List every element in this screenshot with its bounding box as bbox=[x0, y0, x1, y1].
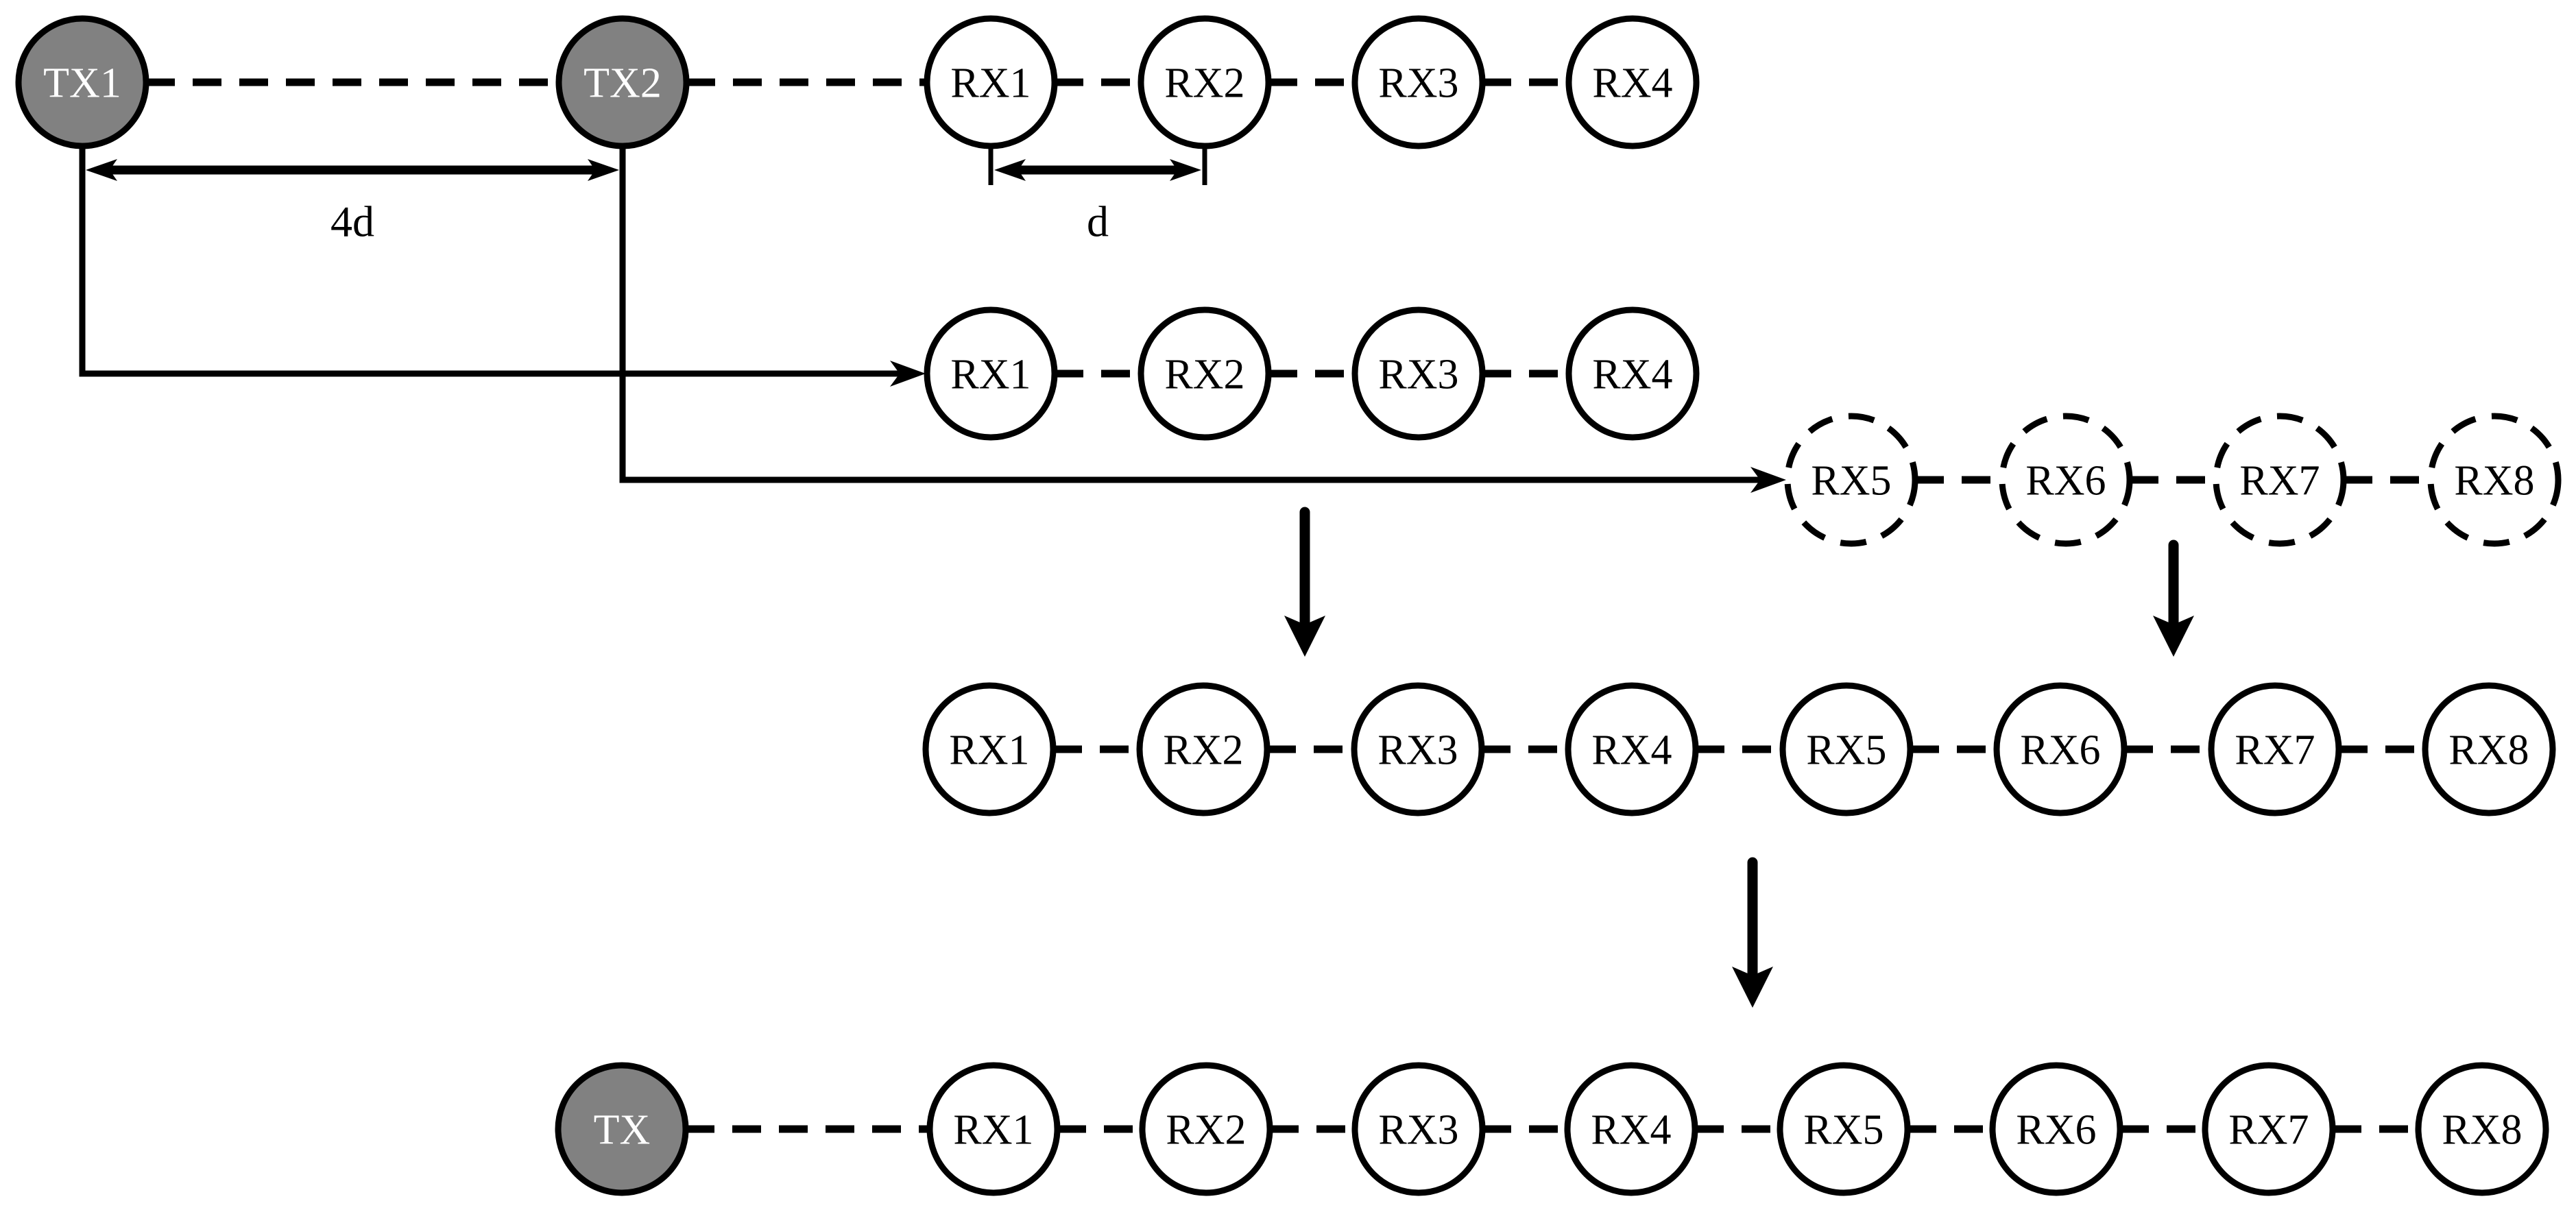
node-label-equivalent-sisо-array-rx4: RX4 bbox=[1591, 1107, 1671, 1154]
node-combined-virtual-array-rx8 bbox=[2422, 682, 2556, 816]
node-virtual-array-from-tx1-rx4 bbox=[1565, 306, 1700, 441]
down-arrowhead-merge-left bbox=[1284, 616, 1325, 657]
node-combined-virtual-array-rx2 bbox=[1136, 682, 1271, 816]
node-label-virtual-array-from-tx2-rx7: RX7 bbox=[2239, 458, 2320, 505]
node-virtual-array-from-tx2-rx8 bbox=[2427, 413, 2562, 547]
elbow-arrowhead-tx1-to-virtual-rx1 bbox=[890, 361, 926, 387]
node-label-combined-virtual-array-rx4: RX4 bbox=[1591, 727, 1672, 774]
node-label-equivalent-sisо-array-rx3: RX3 bbox=[1378, 1107, 1458, 1154]
node-label-virtual-array-from-tx2-rx8: RX8 bbox=[2454, 458, 2534, 505]
node-virtual-array-from-tx1-rx3 bbox=[1351, 306, 1486, 441]
node-equivalent-sisо-array-tx bbox=[555, 1062, 689, 1196]
node-equivalent-sisо-array-rx3 bbox=[1351, 1062, 1486, 1196]
node-virtual-array-from-tx1-rx1 bbox=[924, 306, 1058, 441]
node-label-equivalent-sisо-array-tx: TX bbox=[594, 1107, 651, 1154]
node-combined-virtual-array-rx4 bbox=[1565, 682, 1699, 816]
measure-arrowhead-right-rx-spacing bbox=[1170, 159, 1201, 181]
node-equivalent-sisо-array-rx7 bbox=[2202, 1062, 2336, 1196]
node-label-equivalent-sisо-array-rx8: RX8 bbox=[2442, 1107, 2522, 1154]
node-label-combined-virtual-array-rx2: RX2 bbox=[1163, 727, 1243, 774]
node-combined-virtual-array-rx1 bbox=[922, 682, 1057, 816]
node-virtual-array-from-tx2-rx5 bbox=[1784, 413, 1918, 547]
measure-label-rx-spacing: d bbox=[1087, 197, 1109, 245]
measure-arrowhead-left-rx-spacing bbox=[994, 159, 1026, 181]
node-equivalent-sisо-array-rx2 bbox=[1139, 1062, 1273, 1196]
elbow-arrow-tx2-to-virtual-rx5 bbox=[619, 146, 1761, 483]
node-physical-array-rx4 bbox=[1565, 15, 1700, 149]
node-equivalent-sisо-array-rx6 bbox=[1989, 1062, 2123, 1196]
node-label-physical-array-rx3: RX3 bbox=[1378, 60, 1458, 107]
node-physical-array-rx3 bbox=[1351, 15, 1486, 149]
node-label-virtual-array-from-tx1-rx3: RX3 bbox=[1378, 352, 1458, 398]
node-equivalent-sisо-array-rx5 bbox=[1777, 1062, 1911, 1196]
down-arrowhead-to-equivalent bbox=[1732, 967, 1773, 1008]
node-label-virtual-array-from-tx1-rx1: RX1 bbox=[950, 352, 1031, 398]
node-virtual-array-from-tx2-rx7 bbox=[2213, 413, 2347, 547]
node-equivalent-sisо-array-rx4 bbox=[1564, 1062, 1698, 1196]
node-label-physical-array-rx4: RX4 bbox=[1592, 60, 1672, 107]
node-label-equivalent-sisо-array-rx5: RX5 bbox=[1803, 1107, 1883, 1154]
node-label-physical-array-rx1: RX1 bbox=[950, 60, 1031, 107]
node-label-combined-virtual-array-rx8: RX8 bbox=[2448, 727, 2529, 774]
measure-label-tx-spacing: 4d bbox=[330, 197, 374, 245]
node-label-virtual-array-from-tx2-rx6: RX6 bbox=[2025, 458, 2106, 505]
node-combined-virtual-array-rx5 bbox=[1779, 682, 1914, 816]
node-label-combined-virtual-array-rx7: RX7 bbox=[2235, 727, 2315, 774]
node-combined-virtual-array-rx6 bbox=[1993, 682, 2128, 816]
node-combined-virtual-array-rx3 bbox=[1351, 682, 1485, 816]
elbow-arrow-tx1-to-virtual-rx1 bbox=[79, 146, 901, 377]
node-label-combined-virtual-array-rx6: RX6 bbox=[2020, 727, 2100, 774]
node-label-virtual-array-from-tx2-rx5: RX5 bbox=[1811, 458, 1891, 505]
node-label-equivalent-sisо-array-rx1: RX1 bbox=[953, 1107, 1033, 1154]
node-equivalent-sisо-array-rx1 bbox=[926, 1062, 1061, 1196]
node-label-virtual-array-from-tx1-rx2: RX2 bbox=[1164, 352, 1244, 398]
down-arrowhead-merge-right bbox=[2153, 616, 2194, 657]
node-label-virtual-array-from-tx1-rx4: RX4 bbox=[1592, 352, 1672, 398]
node-label-physical-array-rx2: RX2 bbox=[1164, 60, 1244, 107]
node-virtual-array-from-tx1-rx2 bbox=[1137, 306, 1272, 441]
measure-arrowhead-right-tx-spacing bbox=[588, 159, 619, 181]
elbow-arrowhead-tx2-to-virtual-rx5 bbox=[1750, 467, 1786, 493]
node-equivalent-sisо-array-rx8 bbox=[2415, 1062, 2549, 1196]
node-label-equivalent-sisо-array-rx6: RX6 bbox=[2016, 1107, 2096, 1154]
node-label-equivalent-sisо-array-rx2: RX2 bbox=[1166, 1107, 1246, 1154]
node-label-physical-array-tx2: TX2 bbox=[583, 60, 662, 107]
measure-arrowhead-left-tx-spacing bbox=[86, 159, 117, 181]
node-label-combined-virtual-array-rx1: RX1 bbox=[949, 727, 1029, 774]
node-label-combined-virtual-array-rx5: RX5 bbox=[1806, 727, 1886, 774]
node-combined-virtual-array-rx7 bbox=[2208, 682, 2342, 816]
node-label-combined-virtual-array-rx3: RX3 bbox=[1377, 727, 1458, 774]
node-label-physical-array-tx1: TX1 bbox=[43, 60, 121, 107]
node-virtual-array-from-tx2-rx6 bbox=[1999, 413, 2133, 547]
node-label-equivalent-sisо-array-rx7: RX7 bbox=[2228, 1107, 2309, 1154]
